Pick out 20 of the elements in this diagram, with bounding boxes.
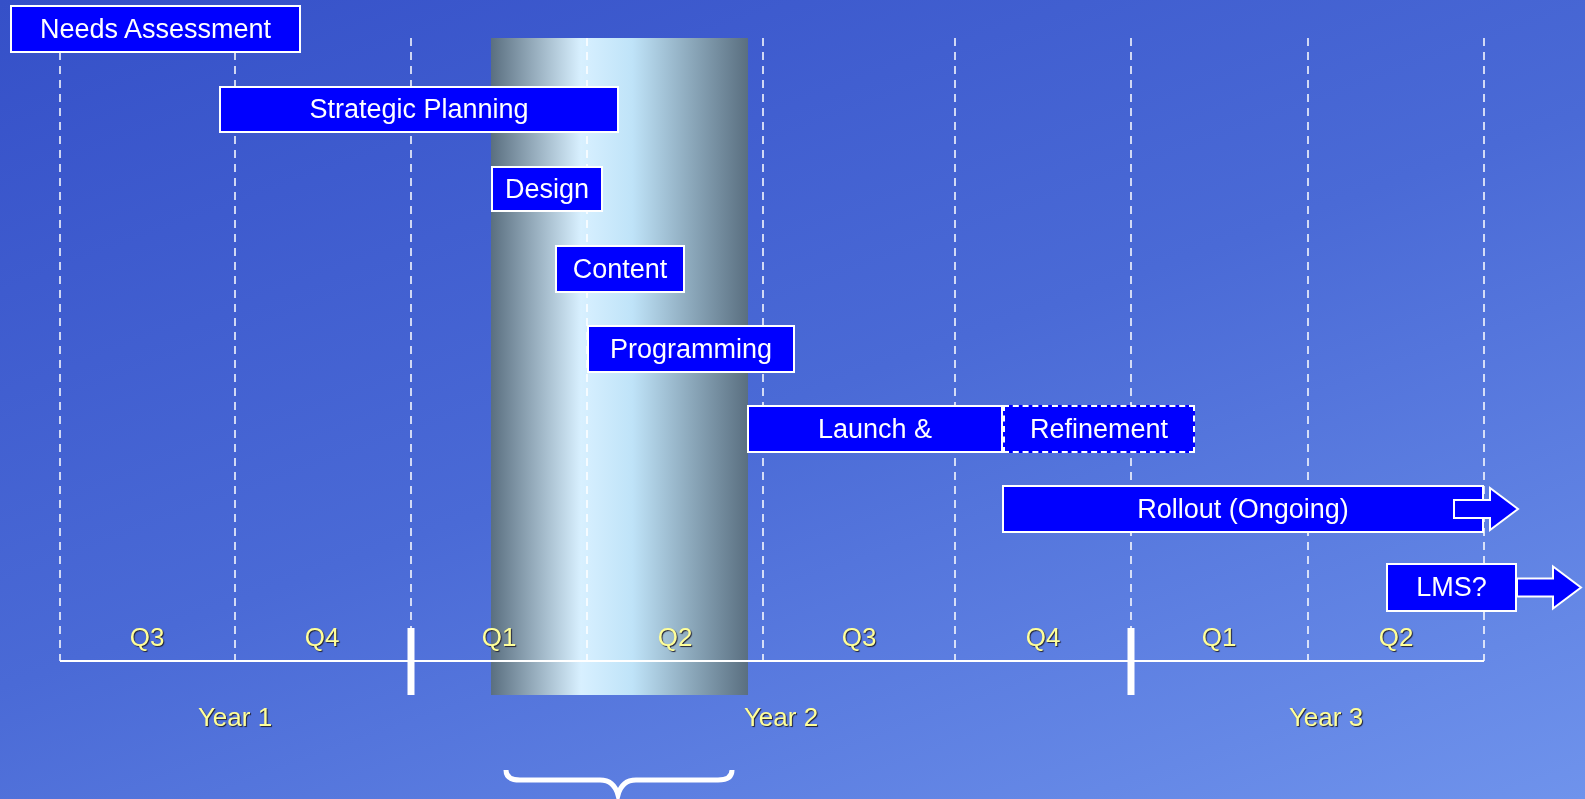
year-label: Year 1 bbox=[197, 702, 273, 733]
task-bar: Needs Assessment bbox=[10, 5, 301, 53]
year-label: Year 3 bbox=[1288, 702, 1364, 733]
task-bar: Strategic Planning bbox=[219, 86, 619, 133]
task-bar: Launch & bbox=[747, 405, 1003, 453]
quarter-label: Q4 bbox=[304, 622, 340, 653]
quarter-label: Q2 bbox=[657, 622, 693, 653]
year-label: Year 2 bbox=[743, 702, 819, 733]
quarter-label: Q4 bbox=[1025, 622, 1061, 653]
task-bar: LMS? bbox=[1386, 563, 1517, 612]
quarter-label: Q2 bbox=[1378, 622, 1414, 653]
task-bar: Content bbox=[555, 245, 685, 293]
quarter-label: Q3 bbox=[841, 622, 877, 653]
task-bar: Design bbox=[491, 166, 603, 212]
quarter-label: Q3 bbox=[129, 622, 165, 653]
quarter-label: Q1 bbox=[481, 622, 517, 653]
task-bar: Refinement bbox=[1003, 405, 1195, 453]
quarter-label: Q1 bbox=[1201, 622, 1237, 653]
task-bar: Programming bbox=[587, 325, 795, 373]
task-bar: Rollout (Ongoing) bbox=[1002, 485, 1484, 533]
